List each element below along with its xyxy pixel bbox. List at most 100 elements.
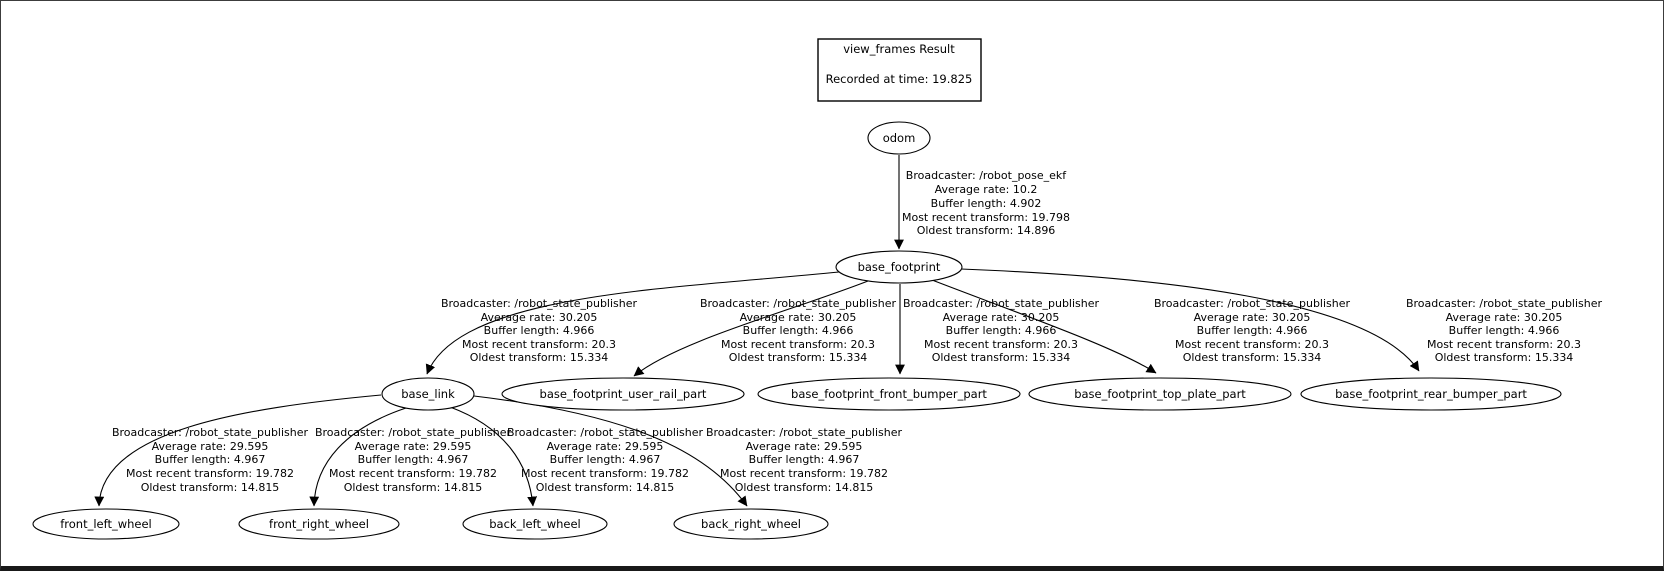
- svg-text:Buffer length: 4.967: Buffer length: 4.967: [550, 453, 661, 466]
- node-user_rail-label: base_footprint_user_rail_part: [540, 387, 707, 401]
- svg-text:Broadcaster: /robot_state_publ: Broadcaster: /robot_state_publisher: [315, 426, 512, 439]
- svg-text:Broadcaster: /robot_state_publ: Broadcaster: /robot_state_publisher: [1154, 297, 1351, 310]
- edge-arrow-base_footprint-to-rear_bumper: [960, 268, 1420, 372]
- svg-text:Broadcaster: /robot_pose_ekf: Broadcaster: /robot_pose_ekf: [906, 169, 1068, 182]
- title-box-recorded: Recorded at time: 19.825: [826, 72, 973, 86]
- svg-text:Buffer length: 4.966: Buffer length: 4.966: [743, 324, 854, 337]
- svg-text:Average rate: 30.205: Average rate: 30.205: [1446, 311, 1563, 324]
- svg-text:Most recent transform: 19.782: Most recent transform: 19.782: [521, 467, 689, 480]
- edge-base_footprint-to-rear_bumper: Broadcaster: /robot_state_publisher Aver…: [960, 268, 1603, 372]
- node-front_right_wheel: front_right_wheel: [238, 508, 400, 540]
- svg-text:Average rate: 29.595: Average rate: 29.595: [152, 440, 269, 453]
- svg-text:Oldest transform: 14.815: Oldest transform: 14.815: [536, 481, 675, 494]
- node-front_bumper-ellipse: [757, 377, 1021, 411]
- node-front_right_wheel-label: front_right_wheel: [269, 517, 369, 531]
- svg-text:Broadcaster: /robot_state_publ: Broadcaster: /robot_state_publisher: [903, 297, 1100, 310]
- node-top_plate-label: base_footprint_top_plate_part: [1074, 387, 1246, 401]
- title-box-rect: [817, 38, 982, 102]
- node-base_link-label: base_link: [401, 387, 455, 401]
- node-back_left_wheel: back_left_wheel: [462, 508, 608, 540]
- svg-text:Broadcaster: /robot_state_publ: Broadcaster: /robot_state_publisher: [706, 426, 903, 439]
- node-front_bumper-label: base_footprint_front_bumper_part: [791, 387, 987, 401]
- svg-text:Oldest transform: 15.334: Oldest transform: 15.334: [1435, 351, 1574, 364]
- edge-arrow-base_footprint-to-base_link: [425, 271, 840, 375]
- node-back_right_wheel-label: back_right_wheel: [701, 517, 801, 531]
- node-back_right_wheel-ellipse: [673, 508, 829, 540]
- node-front_left_wheel-label: front_left_wheel: [60, 517, 152, 531]
- node-front_right_wheel-ellipse: [238, 508, 400, 540]
- svg-text:Average rate: 30.205: Average rate: 30.205: [1194, 311, 1311, 324]
- edge-base_footprint-to-user_rail: Broadcaster: /robot_state_publisher Aver…: [633, 280, 897, 377]
- node-base_footprint-label: base_footprint: [858, 260, 941, 274]
- node-odom-label: odom: [883, 131, 916, 145]
- node-base_footprint_user_rail_part: base_footprint_user_rail_part: [501, 377, 745, 411]
- svg-text:Buffer length: 4.967: Buffer length: 4.967: [155, 453, 266, 466]
- svg-text:Broadcaster: /robot_state_publ: Broadcaster: /robot_state_publisher: [441, 297, 638, 310]
- edge-base_link-to-front_left_wheel: Broadcaster: /robot_state_publisher Aver…: [94, 394, 382, 507]
- svg-text:Average rate: 30.205: Average rate: 30.205: [943, 311, 1060, 324]
- title-box-title: view_frames Result: [843, 42, 955, 56]
- svg-text:Most recent transform: 19.782: Most recent transform: 19.782: [126, 467, 294, 480]
- edge-arrow-base_link-to-front_right_wheel: [309, 407, 407, 507]
- edge-base_link-to-back_right_wheel: Broadcaster: /robot_state_publisher Aver…: [473, 395, 903, 507]
- node-rear_bumper-ellipse: [1300, 377, 1562, 411]
- svg-text:Oldest transform: 15.334: Oldest transform: 15.334: [932, 351, 1071, 364]
- svg-text:Most recent transform: 19.782: Most recent transform: 19.782: [329, 467, 497, 480]
- title-box: view_frames Result Recorded at time: 19.…: [817, 38, 982, 102]
- svg-text:Broadcaster: /robot_state_publ: Broadcaster: /robot_state_publisher: [1406, 297, 1603, 310]
- node-rear_bumper-label: base_footprint_rear_bumper_part: [1335, 387, 1527, 401]
- edge-base_footprint-to-base_link: Broadcaster: /robot_state_publisher Aver…: [425, 271, 840, 375]
- edge-base_link-to-back_left_wheel: Broadcaster: /robot_state_publisher Aver…: [449, 406, 704, 507]
- svg-text:Broadcaster: /robot_state_publ: Broadcaster: /robot_state_publisher: [700, 297, 897, 310]
- node-back_left_wheel-ellipse: [462, 508, 608, 540]
- svg-text:Buffer length: 4.967: Buffer length: 4.967: [358, 453, 469, 466]
- svg-text:Oldest transform: 15.334: Oldest transform: 15.334: [729, 351, 868, 364]
- svg-text:Oldest transform: 15.334: Oldest transform: 15.334: [470, 351, 609, 364]
- edge-arrow-base_link-to-front_left_wheel: [94, 394, 382, 507]
- node-base_footprint_rear_bumper_part: base_footprint_rear_bumper_part: [1300, 377, 1562, 411]
- svg-text:Average rate: 29.595: Average rate: 29.595: [355, 440, 472, 453]
- svg-text:Buffer length: 4.967: Buffer length: 4.967: [749, 453, 860, 466]
- svg-text:Most recent transform: 20.3: Most recent transform: 20.3: [1175, 338, 1329, 351]
- node-base_footprint_front_bumper_part: base_footprint_front_bumper_part: [757, 377, 1021, 411]
- svg-text:Average rate: 30.205: Average rate: 30.205: [481, 311, 598, 324]
- node-base_footprint-ellipse: [835, 250, 963, 284]
- svg-text:Most recent transform: 20.3: Most recent transform: 20.3: [1427, 338, 1581, 351]
- node-user_rail-ellipse: [501, 377, 745, 411]
- node-front_left_wheel: front_left_wheel: [32, 508, 180, 540]
- edge-arrow-base_footprint-to-top_plate: [931, 279, 1157, 374]
- edge-base_link-to-front_right_wheel: Broadcaster: /robot_state_publisher Aver…: [309, 407, 512, 507]
- svg-text:Buffer length: 4.966: Buffer length: 4.966: [1449, 324, 1560, 337]
- svg-text:Average rate: 30.205: Average rate: 30.205: [740, 311, 857, 324]
- svg-text:Average rate: 29.595: Average rate: 29.595: [746, 440, 863, 453]
- svg-text:Broadcaster: /robot_state_publ: Broadcaster: /robot_state_publisher: [507, 426, 704, 439]
- svg-text:Broadcaster: /robot_state_publ: Broadcaster: /robot_state_publisher: [112, 426, 309, 439]
- svg-text:Oldest transform: 15.334: Oldest transform: 15.334: [1183, 351, 1322, 364]
- edge-base_footprint-to-front_bumper: Broadcaster: /robot_state_publisher Aver…: [895, 284, 1100, 375]
- node-odom: odom: [867, 121, 931, 155]
- node-back_right_wheel: back_right_wheel: [673, 508, 829, 540]
- svg-text:Buffer length: 4.902: Buffer length: 4.902: [931, 197, 1042, 210]
- svg-text:Buffer length: 4.966: Buffer length: 4.966: [1197, 324, 1308, 337]
- node-top_plate-ellipse: [1028, 377, 1292, 411]
- svg-text:Most recent transform: 19.782: Most recent transform: 19.782: [720, 467, 888, 480]
- svg-text:Oldest transform: 14.815: Oldest transform: 14.815: [141, 481, 280, 494]
- svg-text:Buffer length: 4.966: Buffer length: 4.966: [484, 324, 595, 337]
- edge-arrow-base_link-to-back_left_wheel: [449, 406, 538, 507]
- edge-odom-to-base_footprint: Broadcaster: /robot_pose_ekf Average rat…: [894, 155, 1070, 250]
- svg-text:Average rate: 29.595: Average rate: 29.595: [547, 440, 664, 453]
- node-base_link-ellipse: [381, 377, 475, 411]
- svg-text:Most recent transform: 20.3: Most recent transform: 20.3: [721, 338, 875, 351]
- svg-text:Most recent transform: 20.3: Most recent transform: 20.3: [462, 338, 616, 351]
- node-base_footprint_top_plate_part: base_footprint_top_plate_part: [1028, 377, 1292, 411]
- svg-text:Average rate: 10.2: Average rate: 10.2: [935, 183, 1038, 196]
- svg-text:Most recent transform: 20.3: Most recent transform: 20.3: [924, 338, 1078, 351]
- svg-text:Buffer length: 4.966: Buffer length: 4.966: [946, 324, 1057, 337]
- svg-text:Oldest transform: 14.815: Oldest transform: 14.815: [344, 481, 483, 494]
- edge-base_footprint-to-top_plate: Broadcaster: /robot_state_publisher Aver…: [931, 279, 1351, 374]
- node-base_footprint: base_footprint: [835, 250, 963, 284]
- svg-text:Oldest transform: 14.896: Oldest transform: 14.896: [917, 224, 1056, 237]
- svg-text:Oldest transform: 14.815: Oldest transform: 14.815: [735, 481, 874, 494]
